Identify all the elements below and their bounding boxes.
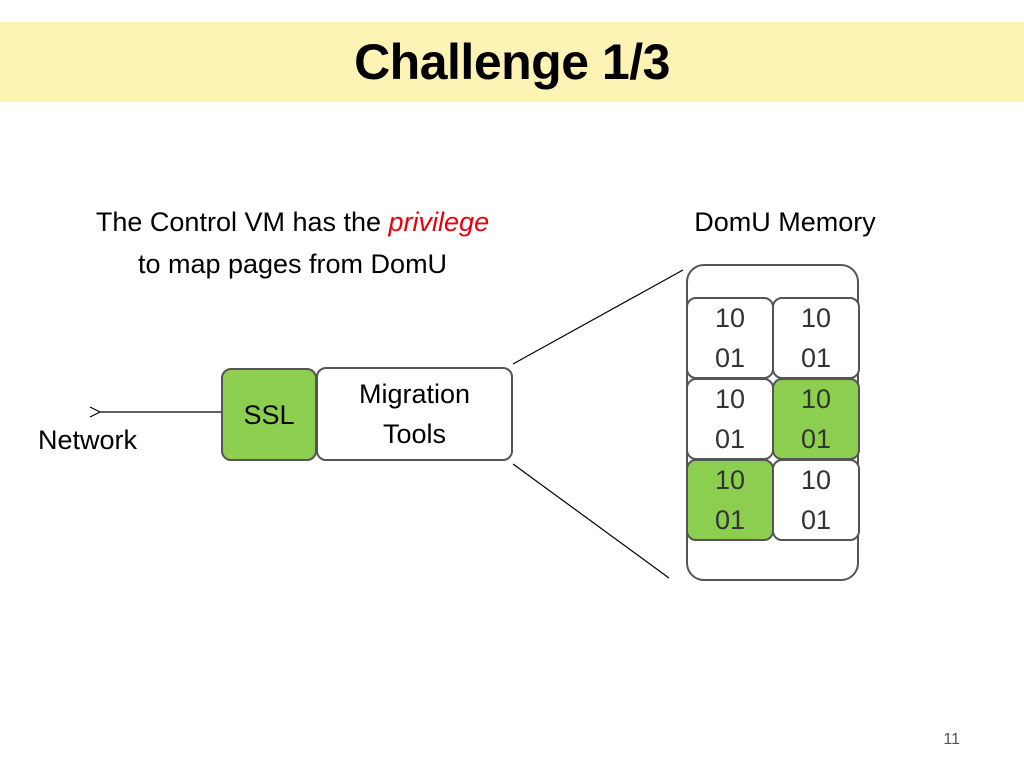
memory-page-bits-line2: 01 bbox=[714, 424, 746, 454]
memory-page-bits-line1: 10 bbox=[800, 384, 832, 414]
ssl-label: SSL bbox=[243, 399, 295, 430]
memory-page-bits-line2: 01 bbox=[714, 505, 746, 535]
memory-page-bits-line2: 01 bbox=[800, 343, 832, 373]
privilege-emphasis: privilege bbox=[388, 207, 490, 237]
control-vm-caption: The Control VM has the privilege to map … bbox=[40, 201, 545, 285]
caption-line2: to map pages from DomU bbox=[137, 249, 448, 279]
domu-memory-caption: DomU Memory bbox=[694, 207, 876, 237]
memory-page-bits-line2: 01 bbox=[800, 505, 832, 535]
network-label: Network bbox=[38, 425, 138, 455]
caption-line1-prefix: The Control VM has the bbox=[95, 207, 389, 237]
memory-page-bits-line2: 01 bbox=[800, 424, 832, 454]
slide-number: 11 bbox=[943, 731, 960, 748]
memory-page-bits-line1: 10 bbox=[800, 303, 832, 333]
memory-page-bits-line1: 10 bbox=[800, 465, 832, 495]
memory-page-bits-line1: 10 bbox=[714, 303, 746, 333]
title-bar: Challenge 1/3 bbox=[0, 22, 1024, 102]
migration-tools-label: Migration Tools bbox=[358, 379, 471, 449]
zoom-line-bottom bbox=[512, 463, 670, 579]
memory-page-bits-line1: 10 bbox=[714, 465, 746, 495]
migration-tools-box: Migration Tools bbox=[316, 367, 513, 461]
memory-page-bits-line1: 10 bbox=[714, 384, 746, 414]
ssl-box: SSL bbox=[221, 368, 317, 461]
memory-page-bits-line2: 01 bbox=[714, 343, 746, 373]
slide-title: Challenge 1/3 bbox=[354, 34, 670, 90]
